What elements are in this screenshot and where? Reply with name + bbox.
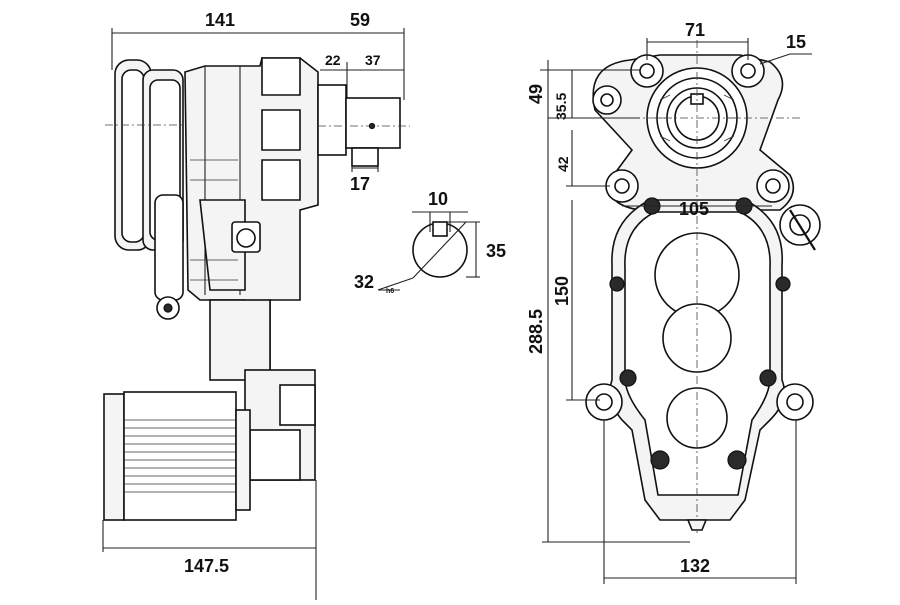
dimension-49: 49 [526,60,640,128]
dimension-150: 150 [552,200,600,401]
dimension-141: 141 [111,10,320,70]
dim-label-15: 15 [786,32,806,52]
dim-label-49: 49 [526,84,546,104]
dim-label-288-5: 288.5 [526,309,546,354]
dimension-22-37: 22 37 [320,52,404,100]
dimension-35-5: 35.5 [548,70,640,120]
dim-label-35-5: 35.5 [553,93,569,120]
dimension-288-5: 288.5 [526,128,690,543]
dim-label-141: 141 [205,10,235,30]
dim-label-keyway-10: 10 [428,189,448,209]
dimension-147-5: 147.5 [102,480,317,600]
dimension-42: 42 [555,130,610,187]
dim-label-132: 132 [680,556,710,576]
side-view: 141 59 22 37 35 17 [102,10,410,600]
dimension-71: 71 [646,20,749,60]
dim-label-147-5: 147.5 [184,556,229,576]
dim-label-17: 17 [350,174,370,194]
dim-label-59: 59 [350,10,370,30]
dim-label-22: 22 [325,52,341,68]
dimension-105: 105 [622,199,772,219]
front-view: 71 15 49 35.5 42 105 [526,20,821,584]
dim-label-42: 42 [555,156,571,172]
dimension-59: 59 [320,10,405,100]
dim-label-105: 105 [679,199,709,219]
dim-label-shaft-tolerance: h6 [386,288,394,295]
motor-block [103,391,251,521]
side-housing [105,57,410,481]
shaft-section-detail: 10 35 32 h6 [354,189,506,295]
dimension-132: 132 [603,420,797,584]
dim-label-150: 150 [552,276,572,306]
dim-label-shaft-35: 35 [486,241,506,261]
dim-label-shaft-32: 32 [354,272,374,292]
dim-label-71: 71 [685,20,705,40]
dimension-15: 15 [759,32,812,65]
dim-label-37: 37 [365,52,381,68]
